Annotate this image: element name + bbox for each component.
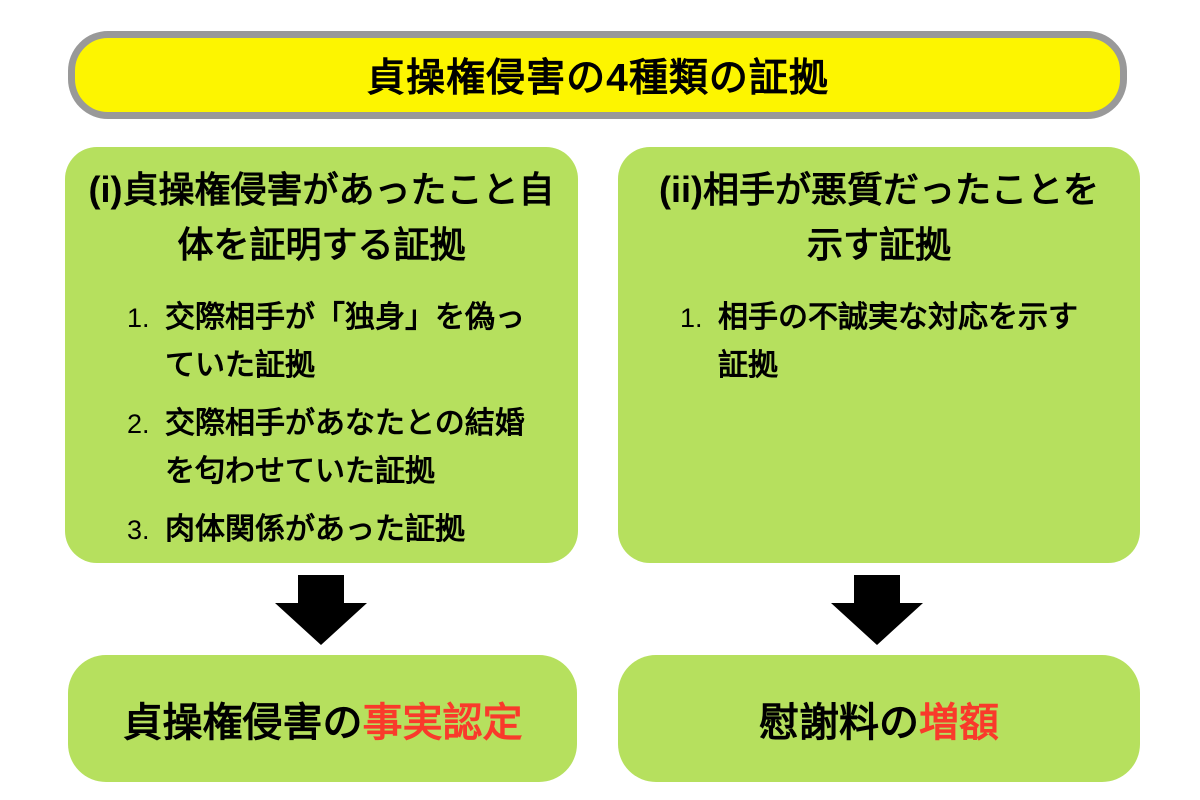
list-item: 1. 交際相手が「独身」を偽っ ていた証拠	[127, 294, 560, 390]
evidence-box-i-title: (i)貞操権侵害があったこと自 体を証明する証拠	[88, 169, 555, 265]
list-item-text: 相手の不誠実な対応を示す 証拠	[718, 301, 1078, 383]
list-item-text: 交際相手が「独身」を偽っ ていた証拠	[165, 301, 525, 383]
list-item: 1. 相手の不誠実な対応を示す 証拠	[680, 294, 1122, 390]
list-item: 3. 肉体関係があった証拠	[127, 506, 560, 554]
evidence-box-i-list: 1. 交際相手が「独身」を偽っ ていた証拠 2. 交際相手があなたとの結婚 を匂…	[83, 294, 560, 554]
result-text: 慰謝料の増額	[759, 690, 999, 748]
diagram-title-banner: 貞操権侵害の4種類の証拠	[68, 31, 1127, 119]
evidence-box-ii: (ii)相手が悪質だったことを 示す証拠 1. 相手の不誠実な対応を示す 証拠	[618, 147, 1140, 563]
result-text: 貞操権侵害の事実認定	[123, 690, 523, 748]
list-item-text: 肉体関係があった証拠	[165, 513, 465, 547]
result-box-damages-increase: 慰謝料の増額	[618, 655, 1140, 782]
evidence-box-ii-title: (ii)相手が悪質だったことを 示す証拠	[659, 169, 1099, 265]
result-prefix: 貞操権侵害の	[122, 700, 363, 745]
list-item: 2. 交際相手があなたとの結婚 を匂わせていた証拠	[127, 400, 560, 496]
evidence-box-i: (i)貞操権侵害があったこと自 体を証明する証拠 1. 交際相手が「独身」を偽っ…	[65, 147, 578, 563]
result-box-fact-finding: 貞操権侵害の事実認定	[68, 655, 577, 782]
evidence-box-ii-list: 1. 相手の不誠実な対応を示す 証拠	[636, 294, 1122, 390]
list-item-number: 3.	[127, 515, 150, 546]
list-item-number: 1.	[127, 303, 150, 334]
list-item-number: 2.	[127, 409, 150, 440]
down-arrow-icon	[831, 575, 923, 645]
down-arrow-icon	[275, 575, 367, 645]
result-highlight: 増額	[919, 700, 999, 745]
diagram-title: 貞操権侵害の4種類の証拠	[366, 57, 829, 100]
list-item-number: 1.	[680, 303, 703, 334]
result-prefix: 慰謝料の	[759, 700, 919, 745]
list-item-text: 交際相手があなたとの結婚 を匂わせていた証拠	[165, 407, 525, 489]
result-highlight: 事実認定	[362, 700, 523, 745]
